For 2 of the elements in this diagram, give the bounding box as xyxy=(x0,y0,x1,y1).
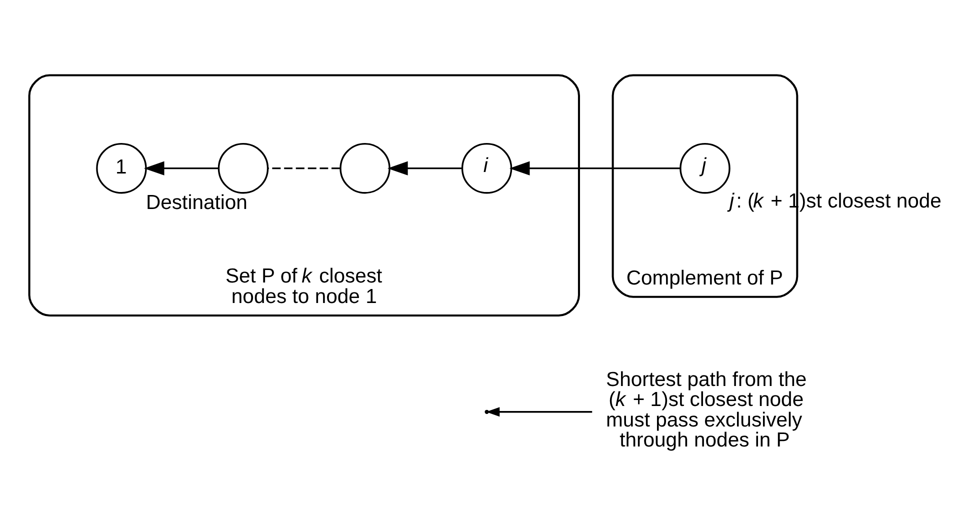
node-label: Destination xyxy=(146,192,248,214)
node-text: Shortest path from the (k + 1)st closest node must pass exclusively through nodes in P xyxy=(606,368,807,452)
